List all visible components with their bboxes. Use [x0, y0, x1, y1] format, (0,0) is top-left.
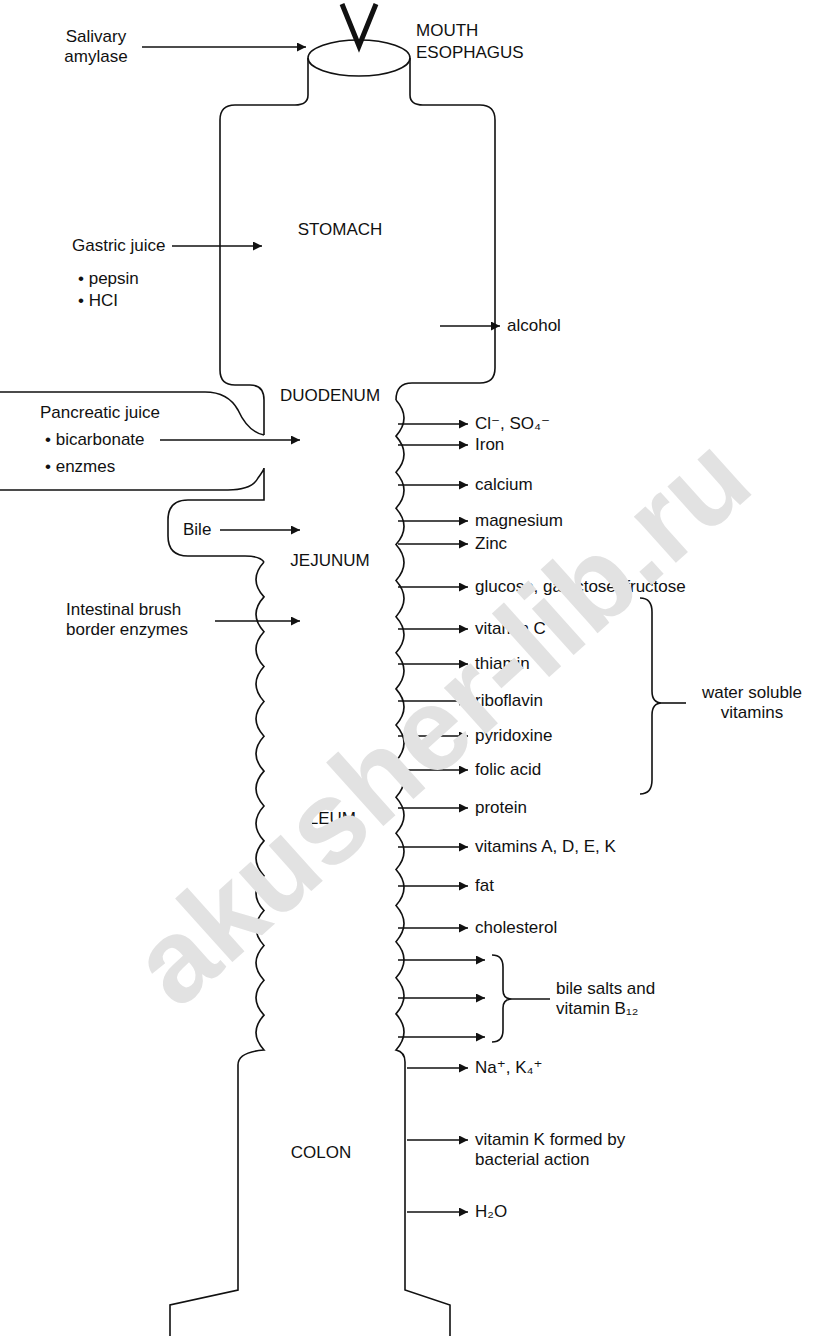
absorption-arrow [440, 325, 500, 327]
secretion-arrow [142, 46, 306, 48]
watermark: akusher-lib.ru [111, 415, 770, 1025]
absorbed-substance: magnesium [475, 511, 563, 531]
secretion-arrow [220, 529, 300, 531]
absorption-arrow [407, 1139, 468, 1141]
intestine-right-wall [396, 400, 450, 1336]
secretion-label: Pancreatic juice [40, 403, 160, 423]
absorption-arrow [398, 1036, 485, 1038]
organ-name: STOMACH [298, 220, 383, 240]
secretion-label: Salivary amylase [50, 27, 142, 67]
absorption-arrow [398, 423, 468, 425]
secretion-label: Gastric juice [72, 236, 166, 256]
absorbed-substance: protein [475, 798, 527, 818]
absorption-arrow [398, 444, 468, 446]
secretion-item: • bicarbonate [45, 430, 145, 450]
secretion-label: Intestinal brush border enzymes [66, 600, 218, 640]
group-label: bile salts and vitamin B₁₂ [556, 979, 688, 1019]
group-bracket [640, 598, 662, 794]
absorption-arrow [398, 520, 468, 522]
flow-arrows [142, 47, 500, 1212]
absorption-arrow [398, 846, 468, 848]
secretion-arrow [215, 620, 300, 622]
absorbed-substance: vitamin K formed by bacterial action [475, 1130, 655, 1170]
absorption-arrow [407, 1067, 468, 1069]
group-bracket [492, 955, 512, 1042]
organ-name: COLON [291, 1143, 351, 1163]
absorption-arrow [407, 1211, 468, 1213]
absorption-arrow [398, 997, 485, 999]
secretion-arrow [160, 439, 300, 441]
organ-name: JEJUNUM [290, 551, 369, 571]
absorption-arrow [398, 543, 468, 545]
organ-name: MOUTH [416, 21, 478, 41]
secretion-item: • pepsin [78, 269, 139, 289]
absorbed-substance: vitamins A, D, E, K [475, 837, 616, 857]
bile-duct [0, 468, 264, 562]
pancreatic-duct [0, 392, 264, 435]
stomach-right-wall [396, 58, 495, 400]
secretion-item: • enzmes [45, 457, 115, 477]
absorbed-substance: Iron [475, 435, 504, 455]
bracket-leader [662, 702, 686, 704]
absorbed-substance: calcium [475, 475, 533, 495]
absorbed-substance: alcohol [507, 316, 561, 336]
absorbed-substance: folic acid [475, 760, 541, 780]
organ-name: ESOPHAGUS [416, 43, 524, 63]
absorbed-substance: Cl⁻, SO₄⁻ [475, 414, 550, 434]
mouth-opening [308, 40, 410, 76]
absorbed-substance: Zinc [475, 534, 507, 554]
secretion-item: • HCI [78, 291, 118, 311]
absorption-arrow [398, 959, 485, 961]
bracket-leader [512, 998, 550, 1000]
secretion-arrow [172, 245, 262, 247]
secretion-label: Bile [183, 520, 211, 540]
absorbed-substance: H₂O [475, 1202, 507, 1222]
absorption-arrow [398, 484, 468, 486]
absorbed-substance: Na⁺, K₄⁺ [475, 1058, 542, 1078]
group-label: water soluble vitamins [692, 683, 812, 723]
absorbed-substance: fat [475, 876, 494, 896]
organ-name: DUODENUM [280, 386, 380, 406]
absorbed-substance: cholesterol [475, 918, 557, 938]
absorption-arrow [398, 586, 468, 588]
absorption-arrow [398, 885, 468, 887]
absorption-arrow [398, 927, 468, 929]
